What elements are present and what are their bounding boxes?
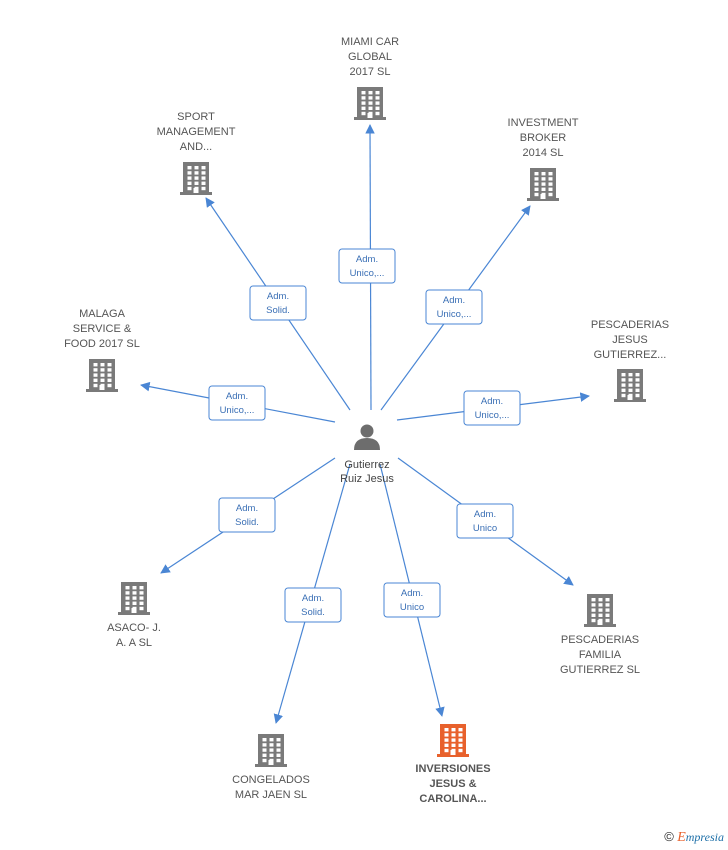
relation-text-line: Adm.: [356, 254, 378, 265]
company-node-inv[interactable]: INVERSIONES JESUS & CAROLINA...: [415, 724, 491, 805]
company-name-line[interactable]: MANAGEMENT: [157, 126, 236, 138]
company-name-line[interactable]: MAR JAEN SL: [235, 789, 307, 801]
relation-badge-inv[interactable]: Adm. Unico: [383, 582, 441, 618]
person-name-line[interactable]: Ruiz Jesus: [340, 473, 394, 485]
company-name-line[interactable]: INVESTMENT: [508, 117, 579, 129]
building-icon[interactable]: [86, 359, 118, 392]
company-name-line[interactable]: SERVICE &: [73, 323, 132, 335]
company-name-line[interactable]: SPORT: [177, 111, 215, 123]
company-name-line[interactable]: MALAGA: [79, 308, 126, 320]
relation-badge-miami[interactable]: Adm. Unico,...: [338, 248, 396, 284]
edges-layer: [140, 124, 590, 724]
company-name-line[interactable]: A. A SL: [116, 637, 152, 649]
relation-badge-invest[interactable]: Adm. Unico,...: [425, 289, 483, 325]
company-name-line[interactable]: PESCADERIAS: [591, 319, 669, 331]
person-icon: [354, 424, 380, 450]
relation-text-line: Unico,...: [350, 268, 385, 279]
company-name-line[interactable]: 2017 SL: [350, 66, 391, 78]
company-name-line[interactable]: GLOBAL: [348, 51, 392, 63]
relation-text-line: Adm.: [302, 593, 324, 604]
relation-text-line: Adm.: [226, 391, 248, 402]
company-node-sport[interactable]: SPORT MANAGEMENT AND...: [157, 111, 236, 195]
person-name-line[interactable]: Gutierrez: [344, 459, 389, 471]
relation-text-line: Adm.: [267, 291, 289, 302]
relation-badge-pescj[interactable]: Adm. Unico,...: [463, 390, 521, 426]
relation-text-line: Adm.: [236, 503, 258, 514]
company-name-line[interactable]: GUTIERREZ...: [594, 349, 667, 361]
company-name-line[interactable]: 2014 SL: [523, 147, 564, 159]
relation-text-line: Solid.: [235, 517, 259, 528]
company-node-pescf[interactable]: PESCADERIAS FAMILIA GUTIERREZ SL: [560, 594, 640, 676]
building-icon[interactable]: [180, 162, 212, 195]
relation-text-line: Adm.: [481, 396, 503, 407]
company-node-pescj[interactable]: PESCADERIAS JESUS GUTIERREZ...: [591, 319, 669, 402]
company-name-line[interactable]: JESUS: [612, 334, 647, 346]
building-icon[interactable]: [437, 724, 469, 757]
relation-text-line: Unico: [400, 602, 424, 613]
building-icon[interactable]: [255, 734, 287, 767]
footer-brand: © Empresia: [664, 829, 724, 846]
company-node-asaco[interactable]: ASACO- J. A. A SL: [107, 582, 161, 649]
relation-text-line: Adm.: [474, 509, 496, 520]
company-node-invest[interactable]: INVESTMENT BROKER 2014 SL: [508, 117, 579, 201]
relation-badge-cong[interactable]: Adm. Solid.: [284, 587, 342, 623]
building-icon[interactable]: [354, 87, 386, 120]
relations-layer: Adm.Unico,...Adm.Unico,...Adm.Unico,...A…: [208, 248, 521, 623]
relation-text-line: Unico,...: [437, 309, 472, 320]
brand-logo-rest: mpresia: [685, 830, 724, 844]
company-name-line[interactable]: FAMILIA: [579, 649, 622, 661]
relation-text-line: Adm.: [401, 588, 423, 599]
company-name-line[interactable]: CAROLINA...: [419, 793, 486, 805]
company-name-line[interactable]: GUTIERREZ SL: [560, 664, 640, 676]
relation-badge-malaga[interactable]: Adm. Unico,...: [208, 385, 266, 421]
relation-text-line: Unico: [473, 523, 497, 534]
company-name-line[interactable]: FOOD 2017 SL: [64, 338, 140, 350]
relation-badge-pescf[interactable]: Adm. Unico: [456, 503, 514, 539]
company-name-line[interactable]: ASACO- J.: [107, 622, 161, 634]
relation-text-line: Solid.: [266, 305, 290, 316]
company-name-line[interactable]: INVERSIONES: [415, 763, 490, 775]
company-name-line[interactable]: JESUS &: [429, 778, 476, 790]
building-icon[interactable]: [584, 594, 616, 627]
relation-text-line: Adm.: [443, 295, 465, 306]
company-node-malaga[interactable]: MALAGA SERVICE & FOOD 2017 SL: [64, 308, 140, 392]
company-name-line[interactable]: CONGELADOS: [232, 774, 310, 786]
relation-text-line: Unico,...: [220, 405, 255, 416]
company-node-miami[interactable]: MIAMI CAR GLOBAL 2017 SL: [341, 36, 399, 120]
company-name-line[interactable]: MIAMI CAR: [341, 36, 399, 48]
copyright-icon: ©: [664, 829, 674, 844]
brand-logo-initial: E: [677, 830, 686, 845]
building-icon[interactable]: [614, 369, 646, 402]
company-name-line[interactable]: BROKER: [520, 132, 567, 144]
nodes-layer: MIAMI CAR GLOBAL 2017 SL INVESTMENT BROKER 20…: [64, 36, 669, 805]
relation-text-line: Solid.: [301, 607, 325, 618]
relation-badge-sport[interactable]: Adm. Solid.: [249, 285, 307, 321]
relation-text-line: Unico,...: [475, 410, 510, 421]
building-icon[interactable]: [527, 168, 559, 201]
building-icon[interactable]: [118, 582, 150, 615]
company-name-line[interactable]: AND...: [180, 141, 212, 153]
company-node-cong[interactable]: CONGELADOS MAR JAEN SL: [232, 734, 310, 801]
company-name-line[interactable]: PESCADERIAS: [561, 634, 639, 646]
relation-badge-asaco[interactable]: Adm. Solid.: [218, 497, 276, 533]
